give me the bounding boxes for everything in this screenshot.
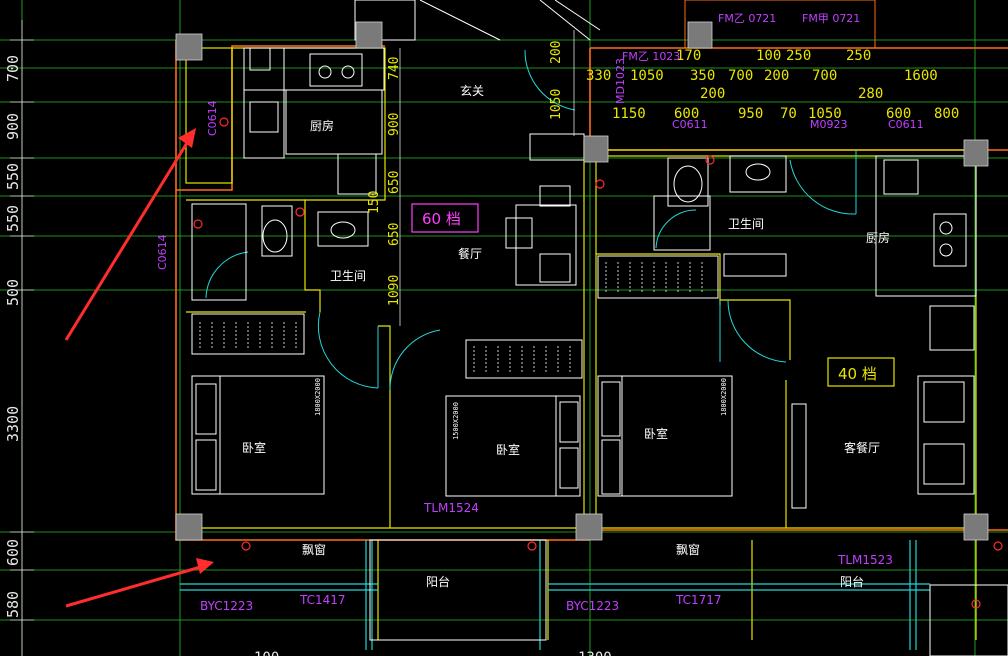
top-dim: 700	[728, 68, 753, 84]
left-dim-label: 3300	[4, 406, 22, 442]
bottom-dim: 1300	[578, 650, 612, 656]
top-dim: 250	[846, 48, 871, 64]
top-dim: 950	[738, 106, 763, 122]
room-label-bath-left: 卫生间	[330, 269, 366, 283]
top-dim: 330	[586, 68, 611, 84]
top-dim: 100	[756, 48, 781, 64]
top-dim: 200	[700, 86, 725, 102]
top-dim: 800	[934, 106, 959, 122]
inner-dim: 1090	[387, 275, 402, 306]
left-dim-label: 550	[4, 163, 22, 190]
room-label-bay-right: 飘窗	[676, 543, 700, 557]
top-dim: 200	[764, 68, 789, 84]
room-label-bedroom-2: 卧室	[496, 442, 520, 457]
bath-left-fixtures	[191, 203, 369, 301]
wall-tag-60: 60 档	[422, 210, 461, 228]
left-dim-label: 600	[4, 539, 22, 566]
room-label-balcony-right: 阳台	[840, 574, 864, 589]
dining-furniture	[505, 133, 585, 286]
top-dim: 1600	[904, 68, 938, 84]
top-dim: 600	[886, 106, 911, 122]
left-dim-label: 500	[4, 279, 22, 306]
kitchen-right-fixtures	[875, 155, 977, 297]
balcony-railing	[180, 540, 930, 650]
top-dim: 250	[786, 48, 811, 64]
code-tc1717: TC1717	[675, 593, 722, 607]
top-dim: 700	[812, 68, 837, 84]
code-tc1417: TC1417	[299, 593, 346, 607]
annotation-arrows	[64, 128, 214, 608]
bed-size-3: 1800X2000	[720, 378, 728, 416]
room-label-bedroom-1: 卧室	[242, 440, 266, 455]
bottom-dim: 100	[254, 650, 279, 656]
wardrobes	[191, 255, 719, 379]
bed-size-2: 1500X2000	[452, 402, 460, 440]
top-dim: 170	[676, 48, 701, 64]
inner-dim: 1050	[549, 89, 564, 120]
code-c0611: C0611	[672, 118, 708, 131]
bath-right-fixtures	[653, 155, 787, 277]
left-dim-label: 900	[4, 113, 22, 140]
room-label-kitchen-right: 厨房	[866, 230, 890, 245]
code-c0614-small: C0614	[206, 100, 219, 136]
door-swings	[205, 49, 857, 391]
room-label-bath-right: 卫生间	[728, 217, 764, 231]
left-dim-label: 700	[4, 55, 22, 82]
code-fm-yi-2: FM乙 1023	[622, 50, 680, 63]
code-fm-jia: FM甲 0721	[802, 12, 860, 25]
living-furniture	[791, 305, 975, 509]
room-label-kitchen-left: 厨房	[310, 118, 334, 133]
columns	[175, 21, 989, 541]
top-dim: 1050	[808, 106, 842, 122]
beds	[191, 375, 733, 497]
code-c0614: C0614	[156, 234, 169, 270]
top-dim: 600	[674, 106, 699, 122]
inner-dim: 200	[549, 41, 564, 64]
upper-structure	[354, 0, 876, 49]
room-label-living-dining: 客餐厅	[844, 440, 880, 455]
code-byc-left: BYC1223	[200, 599, 253, 613]
red-markers	[193, 117, 1003, 609]
room-label-bay-left: 飘窗	[302, 543, 326, 557]
code-md: MD1023	[614, 58, 627, 104]
top-dim: 280	[858, 86, 883, 102]
tag-boxes	[411, 203, 895, 387]
kitchen-left-fixtures	[243, 47, 385, 195]
top-dim: 70	[780, 106, 797, 122]
wardrobe-hangers	[199, 262, 703, 372]
inner-dim: 150	[367, 191, 382, 214]
left-dimension-labels: 700 900 550 550 500 3300 600 580	[4, 55, 22, 618]
top-dim: 350	[690, 68, 715, 84]
left-dim-label: 550	[4, 205, 22, 232]
top-dim: 1150	[612, 106, 646, 122]
room-label-balcony-left: 阳台	[426, 574, 450, 589]
room-label-bedroom-3: 卧室	[644, 426, 668, 441]
code-m0923: M0923	[810, 118, 848, 131]
left-dim-label: 580	[4, 591, 22, 618]
code-c0611-b: C0611	[888, 118, 924, 131]
inner-dim: 650	[387, 223, 402, 246]
left-dimension-ticks	[10, 20, 34, 656]
room-label-entry: 玄关	[460, 83, 484, 98]
inner-dim: 740	[387, 57, 402, 80]
inner-dim: 650	[387, 171, 402, 194]
code-fm-yi: FM乙 0721	[718, 12, 776, 25]
wall-tag-40: 40 档	[838, 365, 877, 383]
code-byc-mid: BYC1223	[566, 599, 619, 613]
code-tlm1524: TLM1524	[423, 501, 479, 515]
room-label-dining: 餐厅	[458, 246, 482, 261]
balcony-outline	[369, 539, 1008, 656]
bed-size-1: 1800X2000	[314, 378, 322, 416]
top-dim: 1050	[630, 68, 664, 84]
code-tlm1523: TLM1523	[837, 553, 893, 567]
inner-dim-line	[399, 30, 575, 326]
inner-dim: 900	[387, 113, 402, 136]
